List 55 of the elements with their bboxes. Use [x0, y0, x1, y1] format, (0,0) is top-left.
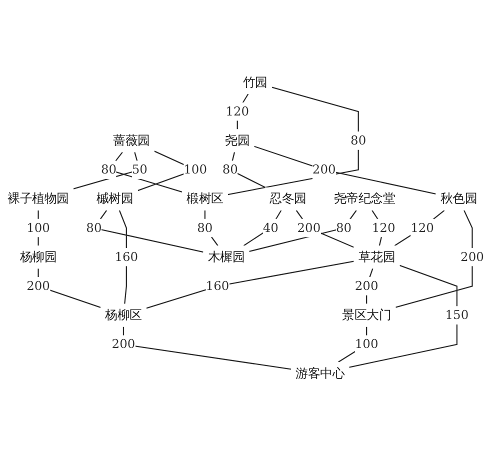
connector — [38, 210, 39, 246]
edge-label: 40 — [262, 220, 278, 235]
edge-label: 160 — [114, 249, 138, 264]
node-text: 秋色园 — [440, 191, 478, 206]
connector — [249, 210, 357, 252]
connector — [243, 210, 282, 246]
node-text: 忍冬园 — [270, 191, 306, 206]
node-text: 蔷薇园 — [113, 133, 150, 148]
edge-label: 200 — [297, 220, 321, 235]
edge-label: 80 — [350, 133, 366, 148]
connector — [38, 268, 101, 308]
connector — [228, 86, 359, 196]
edge-label: 80 — [222, 162, 238, 177]
edge-label: 80 — [86, 220, 102, 235]
edge-label: 200 — [112, 336, 136, 352]
node-text: 草花园 — [358, 249, 396, 264]
node-text: 游客中心 — [296, 366, 345, 380]
edge-label: 200 — [312, 162, 336, 177]
edge-label: 80 — [100, 162, 117, 177]
connector — [73, 152, 140, 190]
connector — [396, 210, 473, 308]
connector — [122, 326, 292, 370]
edge-label: 120 — [372, 220, 396, 235]
connector — [349, 264, 458, 368]
edge-label: 120 — [410, 220, 434, 235]
edge-label: 150 — [445, 308, 469, 322]
connector — [296, 210, 354, 248]
connector — [254, 146, 436, 194]
edge-label: 100 — [354, 336, 378, 352]
edge-label: 160 — [206, 278, 230, 294]
edge-label: 200 — [460, 249, 484, 264]
node-text: 景区大门 — [342, 308, 392, 322]
connector — [394, 210, 445, 246]
node-text: 木樨园 — [208, 249, 245, 264]
edge-label: 50 — [132, 162, 148, 177]
edge-label: 120 — [226, 104, 250, 118]
connector — [146, 260, 354, 309]
node-text: 杨柳区 — [105, 308, 142, 322]
edge-label: 200 — [26, 278, 50, 294]
edge-label: 100 — [184, 162, 208, 177]
connector — [229, 152, 266, 188]
edge-label: 80 — [336, 220, 352, 235]
edge-label: 200 — [354, 278, 378, 294]
edge-label: 80 — [197, 220, 213, 235]
connector — [366, 268, 374, 304]
node-text: 裸子植物园 — [8, 191, 69, 206]
node-text: 杨柳园 — [20, 249, 57, 264]
node-text: 椴树区 — [186, 191, 224, 206]
node-text: 尧帝纪念堂 — [334, 191, 396, 206]
node-text: 竹园 — [242, 74, 268, 90]
connector — [118, 210, 127, 304]
node-text: 尧园 — [225, 133, 250, 148]
node-text: 槭树园 — [96, 191, 134, 206]
edge-label: 100 — [26, 220, 50, 235]
connector — [338, 326, 368, 362]
